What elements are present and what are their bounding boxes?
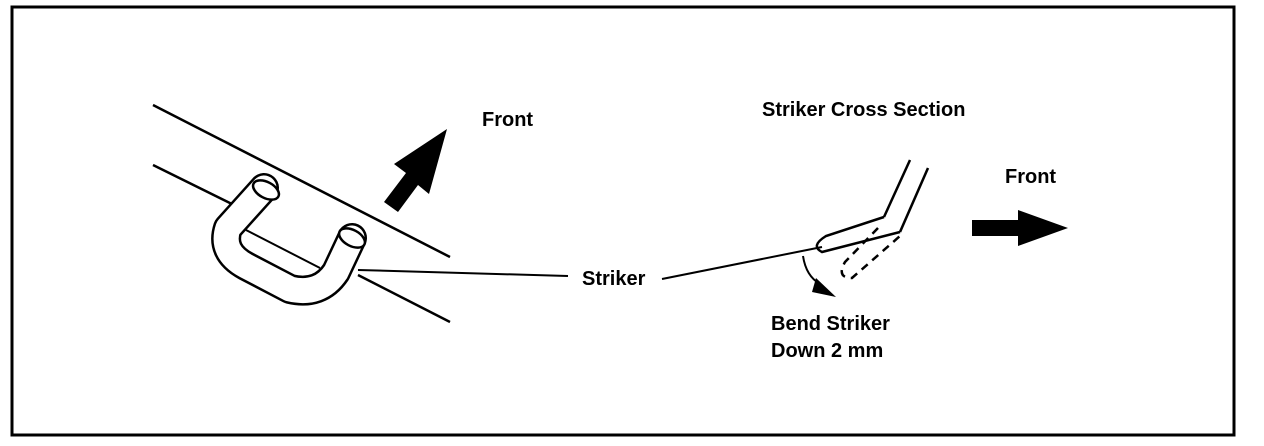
- pillar-line-upper: [152, 103, 451, 259]
- pillar-line-lower-a: [152, 163, 241, 210]
- striker-u-shape: [211, 173, 367, 306]
- striker-cross-section: [815, 159, 930, 280]
- front-arrow-icon: [384, 129, 447, 212]
- front-label-left: Front: [482, 109, 533, 131]
- front-label-right: Front: [1005, 166, 1056, 188]
- striker-label: Striker: [582, 268, 646, 290]
- striker-leader-left: [357, 269, 569, 277]
- front-right-arrow-icon: [972, 210, 1068, 246]
- bend-instruction-line2: Down 2 mm: [771, 340, 883, 362]
- pillar-line-lower-b: [357, 273, 451, 324]
- bend-arrow-icon: [812, 278, 836, 297]
- diagram-frame: [10, 5, 1236, 437]
- striker-leader-right: [661, 246, 823, 280]
- cross-section-title: Striker Cross Section: [762, 99, 965, 121]
- bend-instruction-line1: Bend Striker: [771, 313, 890, 335]
